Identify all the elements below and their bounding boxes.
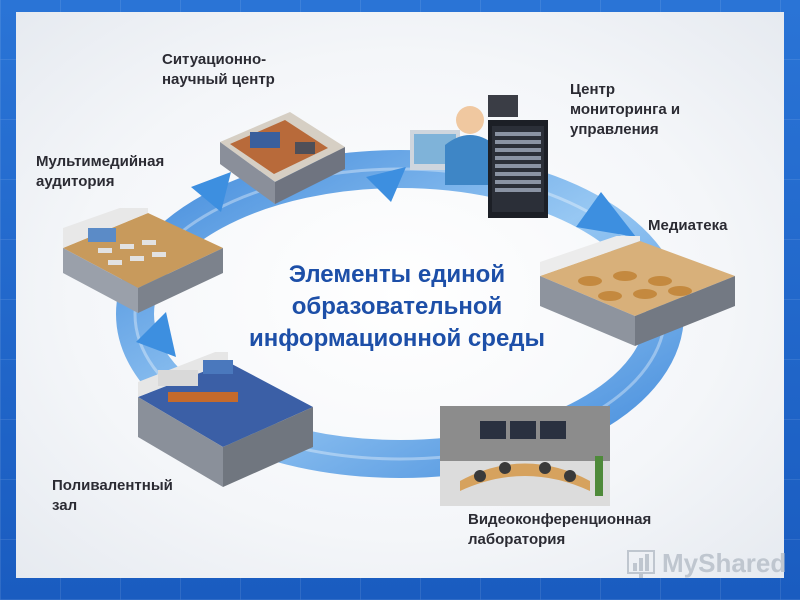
arrow-head-6 bbox=[366, 167, 406, 202]
label-polyvalent-hall: Поливалентный зал bbox=[52, 477, 173, 514]
label-media-library: Медиатека bbox=[648, 217, 728, 234]
multimedia-auditorium-image bbox=[63, 208, 223, 313]
label-multimedia-auditorium: Мультимедийная аудитория bbox=[36, 153, 165, 190]
watermark-text: MyShared bbox=[662, 548, 787, 578]
diagram-title: Элементы единой образовательной информац… bbox=[248, 261, 546, 352]
label-monitoring-center: Центр мониторинга и управления bbox=[570, 81, 681, 138]
arrow-head-5 bbox=[191, 172, 231, 212]
watermark: MyShared bbox=[626, 548, 786, 579]
polyvalent-hall-image bbox=[138, 352, 313, 487]
slide: Ситуационно- научный центр Центр монитор… bbox=[16, 12, 786, 579]
arrow-head-4 bbox=[136, 312, 176, 357]
video-lab-image bbox=[440, 406, 610, 506]
situational-center-image bbox=[220, 112, 345, 204]
label-situational-center: Ситуационно- научный центр bbox=[162, 51, 275, 88]
label-video-lab: Видеоконференционная лаборатория bbox=[468, 511, 652, 548]
arrow-head-1 bbox=[576, 192, 636, 237]
watermark-chart-icon bbox=[627, 549, 655, 578]
media-library-image bbox=[540, 236, 735, 346]
monitoring-center-image bbox=[410, 95, 548, 218]
